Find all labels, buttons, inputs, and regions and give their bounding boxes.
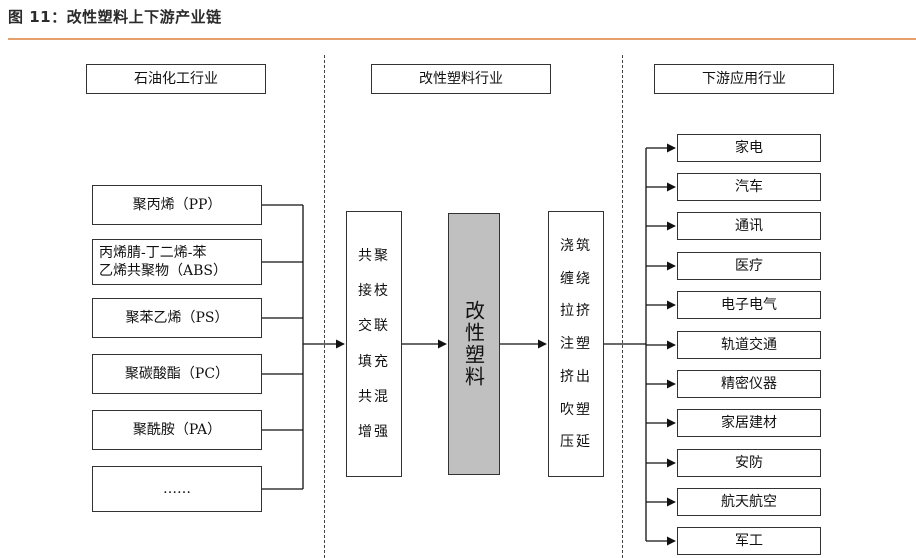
upstream-item-pp: 聚丙烯（PP） bbox=[92, 185, 262, 225]
downstream-item-appliances: 家电 bbox=[677, 134, 821, 162]
downstream-item-precision-instruments: 精密仪器 bbox=[677, 370, 821, 398]
section-divider-right bbox=[622, 55, 623, 558]
method-copolymerization: 共聚 bbox=[358, 248, 390, 265]
downstream-item-security: 安防 bbox=[677, 449, 821, 477]
method-crosslinking: 交联 bbox=[358, 318, 390, 335]
upstream-item-pa: 聚酰胺（PA） bbox=[92, 410, 262, 450]
processing-methods-box: 浇筑 缠绕 拉挤 注塑 挤出 吹塑 压延 bbox=[548, 211, 604, 477]
process-winding: 缠绕 bbox=[560, 270, 592, 287]
downstream-item-electronics: 电子电气 bbox=[677, 291, 821, 319]
figure-title: 图 11：改性塑料上下游产业链 bbox=[8, 8, 222, 26]
process-calendering: 压延 bbox=[560, 434, 592, 451]
upstream-item-more: …… bbox=[92, 466, 262, 512]
method-filling: 填充 bbox=[358, 353, 390, 370]
downstream-item-medical: 医疗 bbox=[677, 252, 821, 280]
process-pultrusion: 拉挤 bbox=[560, 303, 592, 320]
method-blending: 共混 bbox=[358, 388, 390, 405]
downstream-item-rail-transit: 轨道交通 bbox=[677, 331, 821, 359]
method-grafting: 接枝 bbox=[358, 283, 390, 300]
process-injection: 注塑 bbox=[560, 336, 592, 352]
upstream-item-abs: 丙烯腈-丁二烯-苯 乙烯共聚物（ABS） bbox=[92, 239, 262, 285]
downstream-item-telecom: 通讯 bbox=[677, 212, 821, 240]
section-divider-left bbox=[324, 55, 325, 558]
upstream-item-pc: 聚碳酸酯（PC） bbox=[92, 354, 262, 394]
downstream-item-home-building: 家居建材 bbox=[677, 409, 821, 437]
header-upstream: 石油化工行业 bbox=[86, 64, 266, 94]
header-downstream: 下游应用行业 bbox=[654, 64, 834, 94]
downstream-item-automotive: 汽车 bbox=[677, 173, 821, 201]
downstream-item-military: 军工 bbox=[677, 527, 821, 555]
modification-methods-box: 共聚 接枝 交联 填充 共混 增强 bbox=[346, 211, 402, 477]
process-casting: 浇筑 bbox=[560, 237, 592, 254]
core-modified-plastics: 改性塑料 bbox=[448, 213, 500, 475]
header-midstream: 改性塑料行业 bbox=[371, 64, 551, 94]
process-extrusion: 挤出 bbox=[560, 368, 592, 385]
method-reinforcement: 增强 bbox=[358, 423, 390, 440]
upstream-item-ps: 聚苯乙烯（PS） bbox=[92, 298, 262, 338]
title-divider bbox=[8, 38, 916, 40]
downstream-item-aerospace: 航天航空 bbox=[677, 488, 821, 516]
process-blow-molding: 吹塑 bbox=[560, 401, 592, 418]
